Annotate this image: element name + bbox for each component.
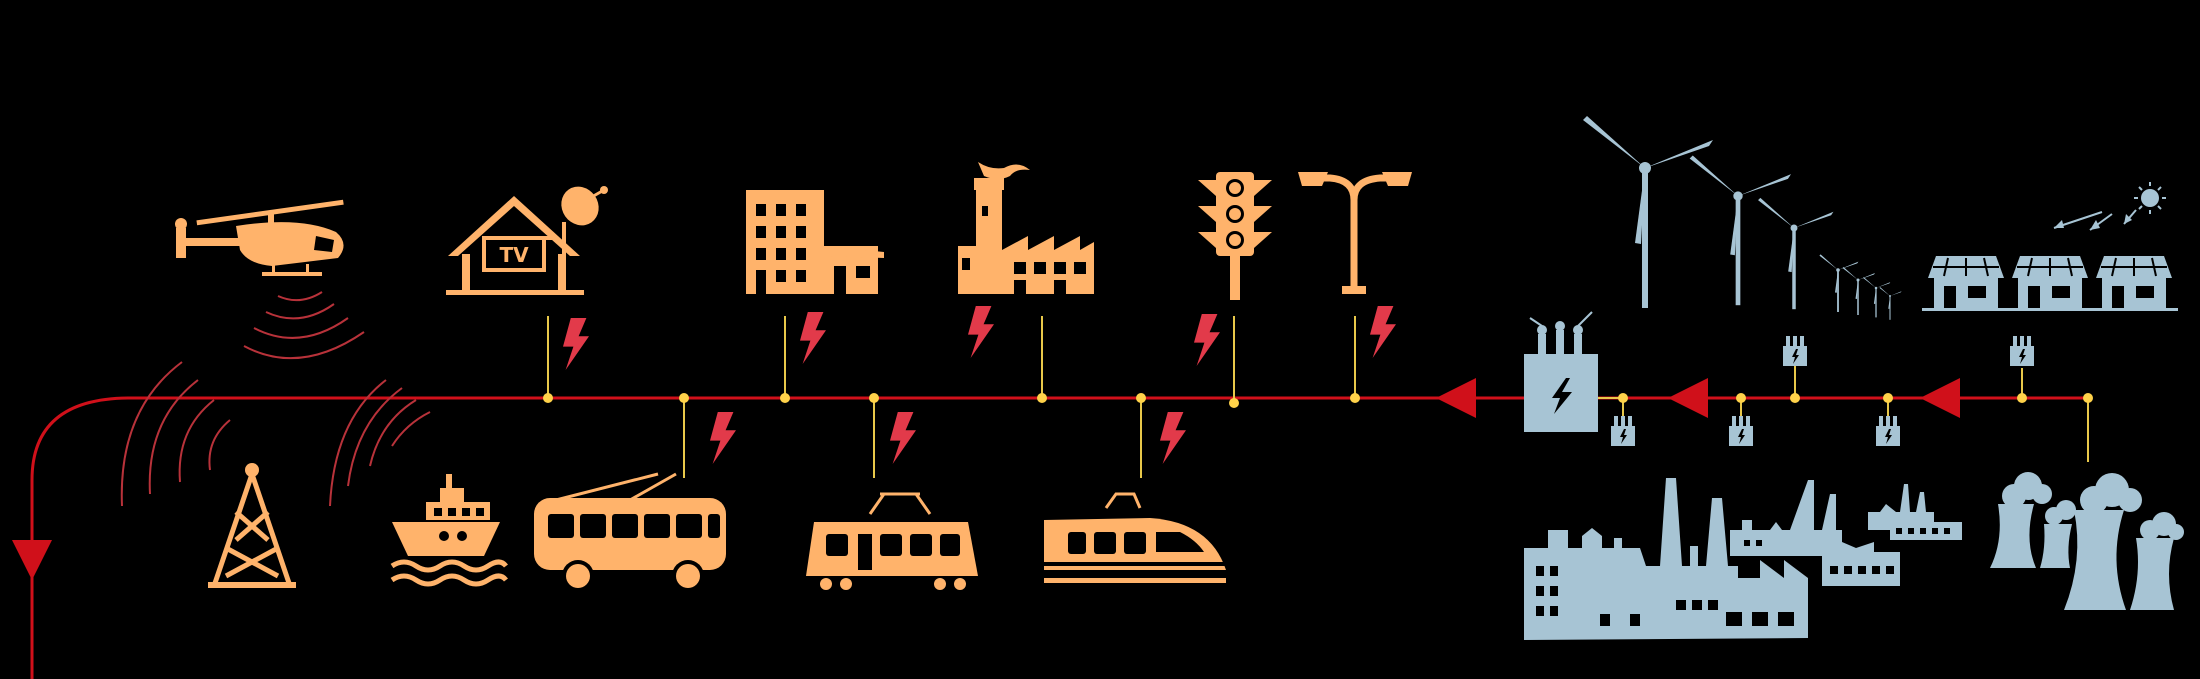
pole-transformer-icon [1611,416,1635,446]
transformer-substation-icon [1524,311,1598,432]
lightning-bolt-icon [1160,412,1186,464]
tram-icon [806,492,978,590]
sun-icon [2053,182,2166,231]
pole-transformer-icon [1729,416,1753,446]
producers [1524,116,2184,640]
office-building-icon [746,190,884,294]
tv-label: TV [499,243,529,267]
lightning-bolt-icon [563,318,589,370]
industrial-plant-small-icon [1868,484,1962,540]
flow-arrow-icon [1668,378,1708,418]
lightning-bolt-icon [968,306,994,358]
consumers: TV [120,162,1412,592]
high-speed-train-icon [1044,492,1230,583]
industrial-plant-icon [1524,478,1808,640]
trolleybus-icon [534,472,726,592]
industrial-plant-medium-icon [1730,480,1900,586]
pole-transformer-icon [2010,336,2034,366]
ship-icon [329,379,508,587]
factory-icon [958,162,1094,294]
cooling-towers-icon [1990,472,2184,610]
flow-arrows [12,378,1960,580]
solar-houses-icon [1921,182,2179,312]
flow-arrow-icon [1436,378,1476,418]
helicopter-icon [175,199,365,360]
street-lamp-icon [1298,172,1412,294]
pole-transformer-icon [1783,336,1807,366]
junction-dots [543,393,2093,408]
wind-farm-icon [1583,116,1902,320]
lightning-bolt-icon [1370,306,1396,358]
lightning-bolt-icon [710,412,736,464]
lightning-bolt-icon [890,412,916,464]
house-satellite-tv-icon: TV [446,186,608,295]
lightning-bolt-icon [1194,314,1220,366]
lightning-bolt-icon [800,312,826,364]
flow-arrow-down-icon [12,540,52,580]
radio-tower-icon [120,361,296,588]
traffic-light-icon [1198,172,1272,300]
pole-transformer-icon [1876,416,1900,446]
power-line [30,396,2090,679]
lightning-bolts [563,306,1396,464]
flow-arrow-icon [1920,378,1960,418]
